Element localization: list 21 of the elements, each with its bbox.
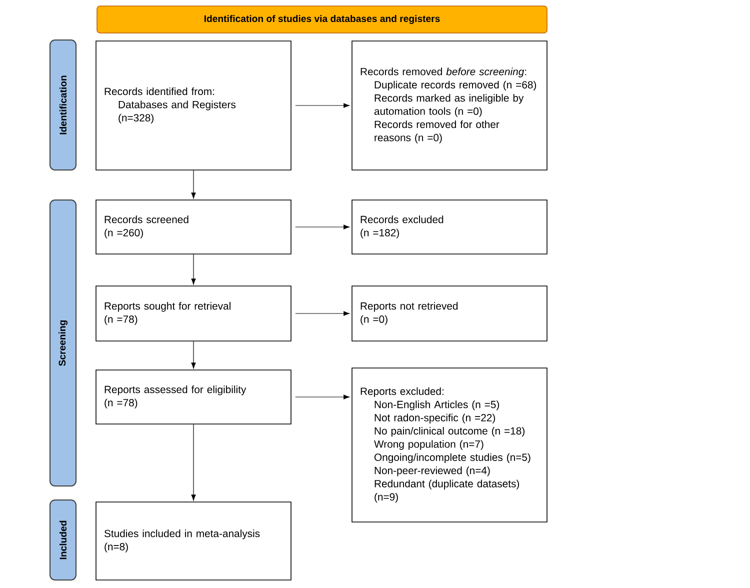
arrow bbox=[295, 394, 350, 400]
process-box: Reports sought for retrieval (n =78) bbox=[96, 286, 292, 342]
process-box: Records removed before screening: Duplicate records removed (n =68) Records marked as ineligible by automation tools (n =0) Records removed for other reasons (n =0) bbox=[352, 40, 548, 170]
process-box: Reports assessed for eligibility (n =78) bbox=[96, 370, 292, 424]
arrow bbox=[191, 341, 196, 369]
arrow bbox=[295, 311, 350, 316]
arrow bbox=[191, 254, 196, 285]
process-box: Records identified from: Databases and Registers (n=328) bbox=[96, 40, 292, 170]
arrow bbox=[191, 424, 196, 501]
process-box: Records screened (n =260) bbox=[96, 200, 292, 254]
stage-band: Included bbox=[50, 500, 76, 580]
process-box: Records excluded (n =182) bbox=[352, 200, 548, 254]
stage-band: Screening bbox=[50, 200, 76, 486]
arrow bbox=[295, 224, 350, 230]
process-box: Reports excluded: Non-English Articles (n =5) Not radon-specific (n =22) No pain/clinical outcome (n =18) Wrong population (n=7) Ongoing/incomplete studies (n=5) Non-peer-reviewed (n=4) Redundant (duplicate datasets) (n=9) bbox=[352, 368, 548, 522]
process-box: Reports not retrieved (n =0) bbox=[352, 286, 548, 342]
process-box: Studies included in meta-analysis (n=8) bbox=[96, 502, 292, 580]
header-banner: Identification of studies via databases and registers bbox=[96, 6, 548, 34]
arrow bbox=[295, 103, 350, 108]
arrow bbox=[191, 170, 196, 199]
stage-band: Identification bbox=[50, 40, 76, 170]
